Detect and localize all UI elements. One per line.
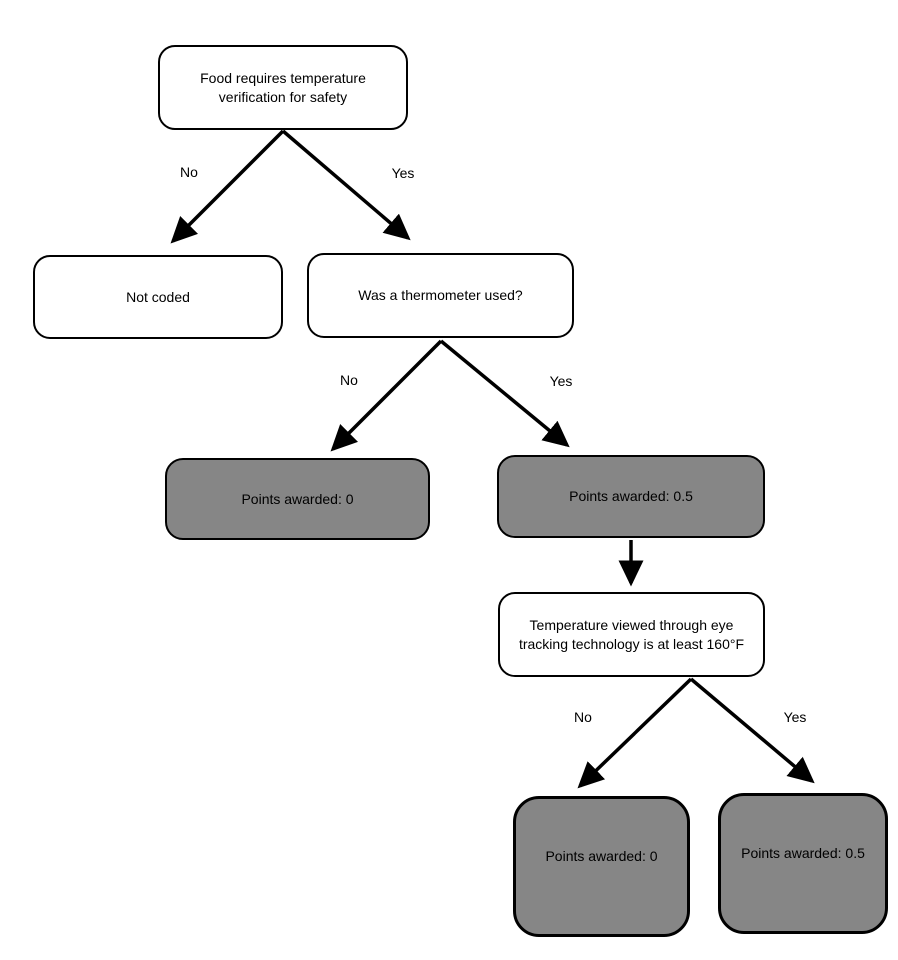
edge-thermometer-yes-arrow	[439, 339, 570, 448]
node-points-zero-bottom-label: Points awarded: 0	[545, 848, 658, 865]
node-temp160-label: Temperature viewed through eye tracking …	[518, 616, 745, 652]
node-points-zero-bottom: Points awarded: 0	[513, 796, 690, 937]
node-points-zero-mid-label: Points awarded: 0	[241, 490, 354, 507]
edge-root-yes-arrow	[281, 129, 411, 241]
edge-label-root-yes: Yes	[391, 165, 415, 181]
node-thermometer-decision: Was a thermometer used?	[307, 253, 574, 338]
edge-label-temp160-no: No	[574, 709, 592, 725]
node-points-half-bottom: Points awarded: 0.5	[718, 793, 888, 934]
edge-temp160-yes-arrow	[689, 677, 815, 784]
node-temp160-decision: Temperature viewed through eye tracking …	[498, 592, 765, 677]
edge-label-root-no: No	[180, 164, 198, 180]
node-points-half-bottom-label: Points awarded: 0.5	[741, 845, 865, 862]
node-points-half-mid: Points awarded: 0.5	[497, 455, 765, 538]
node-not-coded-label: Not coded	[126, 288, 190, 305]
node-thermometer-label: Was a thermometer used?	[358, 287, 523, 304]
edge-label-temp160-yes: Yes	[783, 709, 807, 725]
edge-label-thermometer-yes: Yes	[549, 373, 573, 389]
edge-root-no-arrow	[170, 129, 285, 244]
edge-label-thermometer-no: No	[340, 372, 358, 388]
node-not-coded: Not coded	[33, 255, 283, 339]
node-root-decision: Food requires temperature verification f…	[158, 45, 408, 130]
node-points-half-mid-label: Points awarded: 0.5	[569, 488, 693, 505]
node-root-label: Food requires temperature verification f…	[200, 69, 366, 105]
edge-temp160-no-arrow	[577, 677, 693, 789]
edge-thermometer-no-arrow	[330, 339, 443, 452]
node-points-zero-mid: Points awarded: 0	[165, 458, 430, 540]
